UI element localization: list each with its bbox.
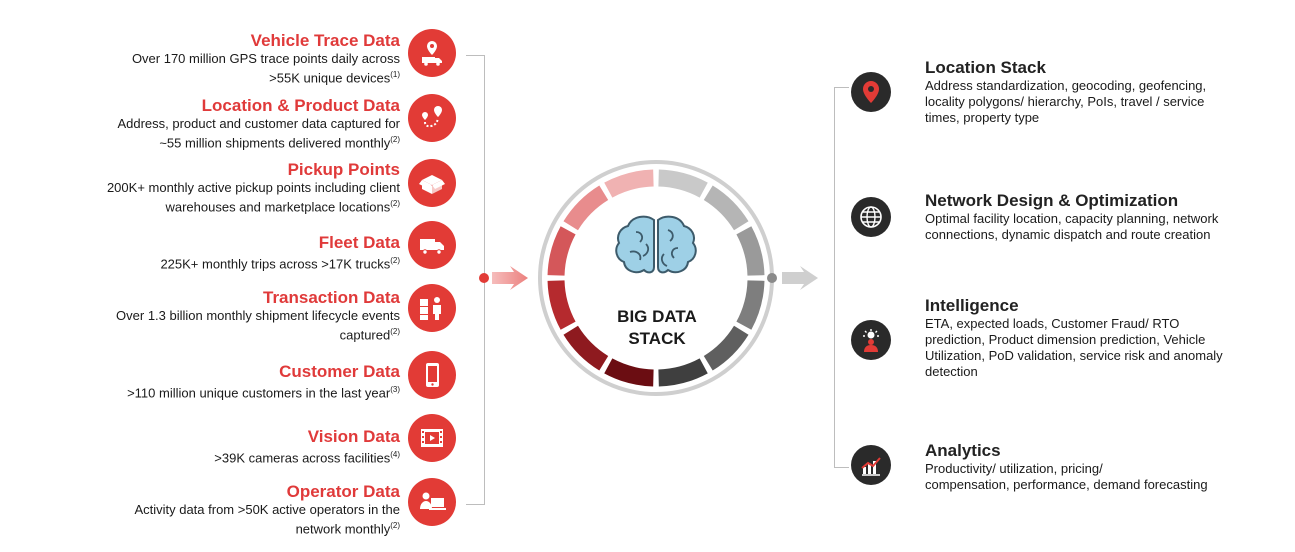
open-box-icon xyxy=(408,159,456,207)
right-arrow-icon xyxy=(782,266,818,290)
source-vision: Vision Data >39K cameras across faciliti… xyxy=(0,427,400,466)
ring-segment xyxy=(736,226,765,276)
source-pickup-points: Pickup Points 200K+ monthly active picku… xyxy=(0,160,400,215)
source-desc: 225K+ monthly trips across >17K trucks(2… xyxy=(160,256,400,272)
source-vehicle-trace: Vehicle Trace Data Over 170 million GPS … xyxy=(0,31,400,86)
source-title: Pickup Points xyxy=(287,160,400,179)
brain-icon xyxy=(615,215,697,274)
ring-segment xyxy=(547,226,576,276)
person-idea-icon xyxy=(851,320,891,360)
source-title: Transaction Data xyxy=(263,288,400,307)
source-operator: Operator Data Activity data from >50K ac… xyxy=(0,482,400,537)
source-desc: Address, product and customer data captu… xyxy=(117,116,400,151)
ring-segment xyxy=(563,185,609,231)
operator-laptop-icon xyxy=(408,478,456,526)
left-connector-dot xyxy=(479,273,489,283)
truck-icon xyxy=(408,221,456,269)
bar-chart-icon xyxy=(851,445,891,485)
truck-location-icon xyxy=(408,29,456,77)
capability-intelligence: Intelligence ETA, expected loads, Custom… xyxy=(925,296,1285,380)
left-arrow-icon xyxy=(492,266,528,290)
source-desc: 200K+ monthly active pickup points inclu… xyxy=(106,180,400,215)
ring-segment xyxy=(658,169,708,198)
capability-analytics: Analytics Productivity/ utilization, pri… xyxy=(925,441,1285,493)
source-customer: Customer Data >110 million unique custom… xyxy=(0,362,400,401)
capability-title: Intelligence xyxy=(925,296,1019,315)
ring-segment xyxy=(604,169,654,198)
source-transaction: Transaction Data Over 1.3 billion monthl… xyxy=(0,288,400,343)
source-desc: Activity data from >50K active operators… xyxy=(134,502,400,537)
source-desc: Over 1.3 billion monthly shipment lifecy… xyxy=(116,308,400,343)
source-title: Customer Data xyxy=(279,362,400,381)
source-title: Location & Product Data xyxy=(201,96,400,115)
source-title: Vision Data xyxy=(307,427,400,446)
capability-title: Network Design & Optimization xyxy=(925,191,1179,210)
capability-desc: Productivity/ utilization, pricing/compe… xyxy=(925,461,1208,492)
big-data-hub xyxy=(479,160,818,396)
capability-title: Analytics xyxy=(925,441,1001,460)
ring-segment xyxy=(658,358,708,387)
ring-segment xyxy=(604,358,654,387)
source-desc: >39K cameras across facilities(4) xyxy=(214,450,400,466)
source-title: Operator Data xyxy=(286,482,400,501)
ring-segments xyxy=(547,169,765,387)
outer-ring xyxy=(538,160,774,396)
worker-boxes-icon xyxy=(408,284,456,332)
smartphone-icon xyxy=(408,351,456,399)
right-connector-dot xyxy=(767,273,777,283)
source-title: Fleet Data xyxy=(318,233,400,252)
source-fleet: Fleet Data 225K+ monthly trips across >1… xyxy=(0,233,400,272)
capability-desc: ETA, expected loads, Customer Fraud/ RTO… xyxy=(925,316,1223,379)
location-pin-icon xyxy=(851,72,891,112)
ring-segment xyxy=(703,185,749,231)
capability-network-design: Network Design & Optimization Optimal fa… xyxy=(925,191,1285,243)
capability-title: Location Stack xyxy=(925,58,1046,77)
right-bracket xyxy=(834,87,849,468)
source-desc: Over 170 million GPS trace points daily … xyxy=(131,51,400,86)
video-icon xyxy=(408,414,456,462)
capability-desc: Address standardization, geocoding, geof… xyxy=(925,78,1207,125)
ring-segment xyxy=(547,280,576,330)
source-title: Vehicle Trace Data xyxy=(250,31,400,50)
route-pin-icon xyxy=(408,94,456,142)
ring-segment xyxy=(703,325,749,371)
capability-desc: Optimal facility location, capacity plan… xyxy=(925,211,1219,242)
source-desc: >110 million unique customers in the las… xyxy=(127,385,400,401)
source-location-product: Location & Product Data Address, product… xyxy=(0,96,400,151)
globe-icon xyxy=(851,197,891,237)
ring-segment xyxy=(563,325,609,371)
capability-location-stack: Location Stack Address standardization, … xyxy=(925,58,1285,126)
ring-segment xyxy=(736,280,765,330)
